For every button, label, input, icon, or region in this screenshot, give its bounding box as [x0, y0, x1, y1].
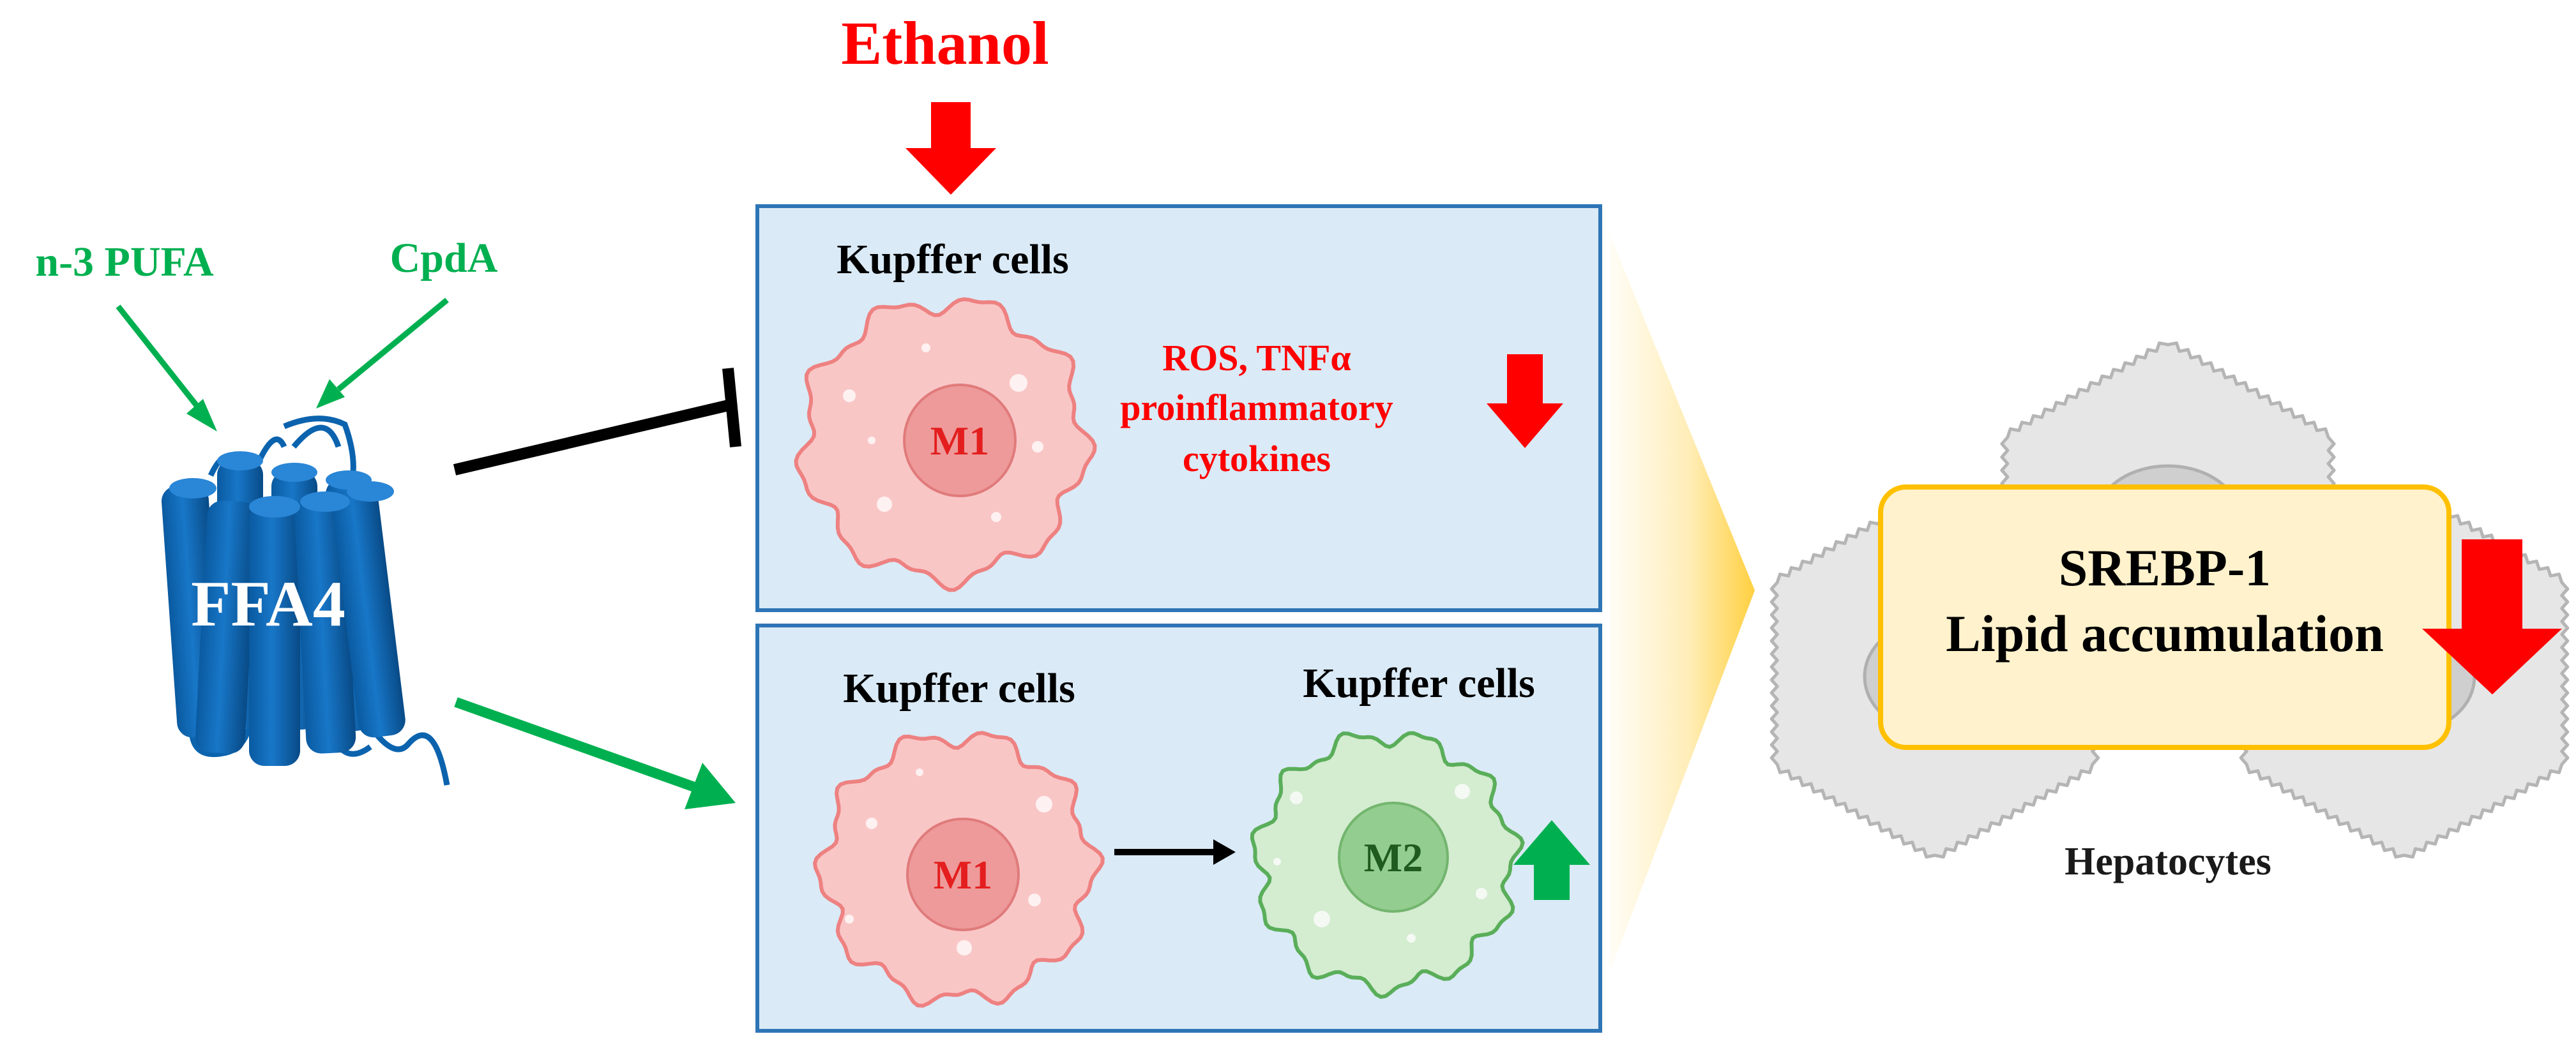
srebp-box: SREBP-1 Lipid accumulation [1878, 484, 2451, 750]
ffa4-receptor: FFA4 [161, 416, 450, 786]
top-panel-title: Kupffer cells [837, 236, 1069, 283]
inhibition-arrow [453, 368, 741, 476]
m1-label: M1 [934, 852, 992, 897]
effect-fan [1609, 233, 1755, 973]
cpda-label: CpdA [390, 235, 498, 281]
cell-vesicles [1273, 784, 1487, 943]
lipid-accumulation-label: Lipid accumulation [1946, 604, 2384, 663]
m1-label: M1 [930, 418, 989, 463]
m1-nucleus [903, 384, 1017, 497]
m2-nucleus [1338, 802, 1449, 913]
ffa4-label: FFA4 [191, 568, 345, 640]
m1-nucleus [906, 818, 1020, 931]
cell-vesicles [845, 768, 1052, 955]
hepatocytes-caption: Hepatocytes [2065, 840, 2271, 883]
bottom-panel-right-title: Kupffer cells [1303, 660, 1535, 707]
m2-label: M2 [1364, 835, 1423, 880]
ethanol-label: Ethanol [841, 9, 1049, 77]
bottom-panel-left-title: Kupffer cells [843, 665, 1075, 712]
effect-line-1: ROS, TNFα [1162, 337, 1351, 378]
gpcr-seven-transmembrane-icon [161, 416, 450, 786]
red-down-arrow-icon [2422, 539, 2562, 694]
effect-line-3: cytokines [1183, 438, 1331, 479]
effect-line-2: proinflammatory [1120, 387, 1393, 428]
pufa-to-ffa4-arrow [116, 304, 217, 431]
srebp-label: SREBP-1 [2059, 539, 2271, 597]
bottom-panel: Kupffer cells Kupffer cells M1 [755, 624, 1602, 1033]
red-down-arrow-icon [1487, 354, 1563, 448]
m1-macrophage-cell: M1 [794, 297, 1097, 592]
activation-arrow [454, 697, 736, 809]
pufa-label: n-3 PUFA [35, 239, 214, 285]
ethanol-down-arrow-icon [905, 102, 996, 195]
srebp-box-bg [1878, 484, 2451, 750]
black-right-arrow-icon [1114, 839, 1236, 865]
m2-macrophage-cell: M2 [1250, 731, 1525, 1000]
cpda-to-ffa4-arrow [316, 297, 449, 408]
top-panel: Kupffer cells M1 ROS, TNFα proinflammato… [755, 204, 1602, 612]
cell-vesicles [843, 343, 1043, 522]
green-up-arrow-icon [1513, 820, 1590, 900]
m1-macrophage-cell: M1 [812, 731, 1105, 1008]
